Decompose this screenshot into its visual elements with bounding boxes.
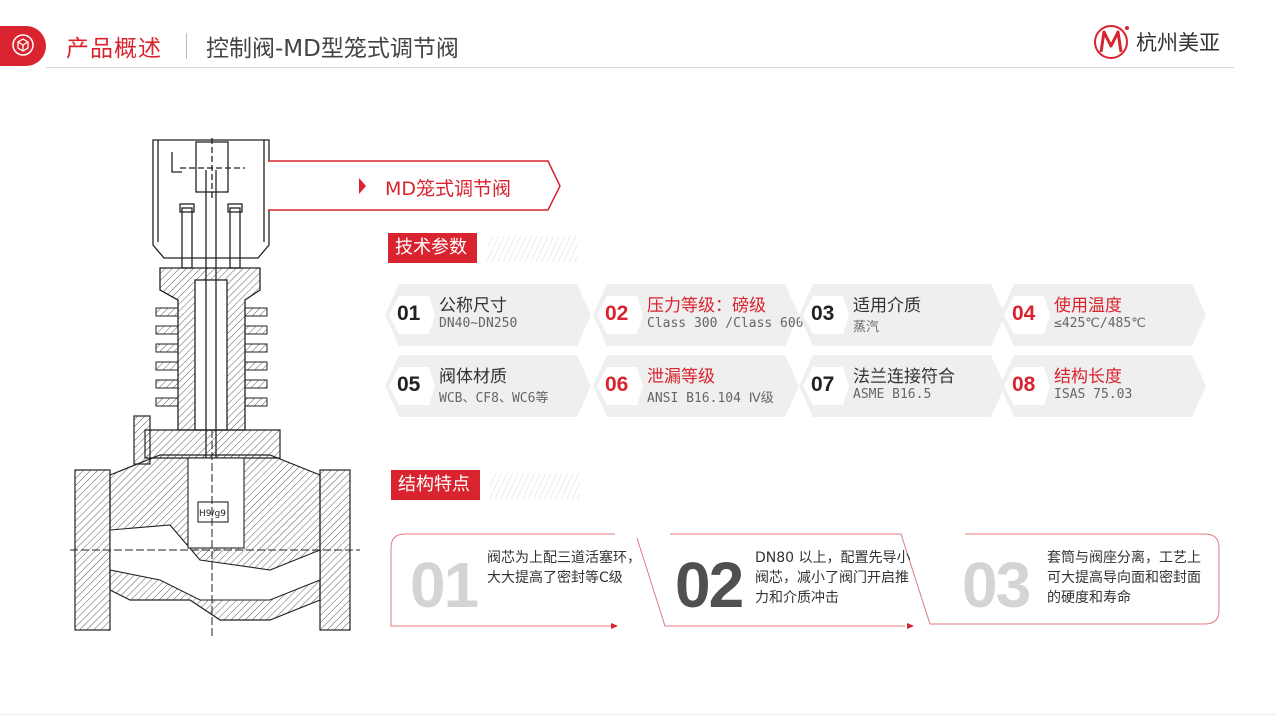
param-label: 适用介质 (853, 296, 921, 316)
param-value: ISAS 75.03 (1054, 387, 1133, 402)
section-hatch-decor (490, 473, 580, 499)
header-divider (186, 33, 187, 59)
card-background (593, 355, 799, 417)
param-value: ≤425℃/485℃ (1054, 316, 1146, 331)
brand-logo: 杭州美亚 (1092, 22, 1220, 62)
card-background (1000, 355, 1206, 417)
param-label: 阀体材质 (439, 367, 507, 387)
param-number: 03 (811, 302, 835, 325)
section-hatch-decor (487, 236, 577, 262)
callout-arrow (268, 160, 561, 211)
param-label: 使用温度 (1054, 296, 1122, 316)
param-label: 结构长度 (1054, 367, 1122, 387)
param-value: ANSI B16.104 Ⅳ级 (647, 391, 774, 406)
param-label: 法兰连接符合 (853, 367, 955, 387)
param-card: 04 使用温度≤425℃/485℃ (1000, 284, 1206, 346)
callout-label: MD笼式调节阀 (385, 178, 512, 200)
param-value: WCB、CF8、WC6等 (439, 391, 549, 406)
param-number: 07 (811, 373, 835, 396)
fit-tolerance-label: H9/g9 (199, 509, 226, 519)
param-label: 泄漏等级 (647, 367, 715, 387)
param-card: 05 阀体材质 WCB、CF8、WC6等 (385, 355, 591, 417)
card-background (799, 284, 1005, 346)
header-rule (46, 67, 1234, 68)
page-subtitle: 控制阀-MD型笼式调节阀 (206, 36, 459, 62)
feature-text: 阀芯为上配三道活塞环，大大提高了密封等C级 (487, 550, 641, 586)
feature-number: 03 (962, 549, 1031, 621)
param-card: 03 适用介质蒸汽 (799, 284, 1005, 346)
card-background (385, 284, 591, 346)
feature-number: 01 (410, 549, 479, 621)
feature-text: DN80 以上，配置先导小阀芯，减小了阀门开启推力和介质冲击 (755, 550, 911, 606)
param-number: 05 (397, 373, 421, 396)
card-background (1000, 284, 1206, 346)
brand-name: 杭州美亚 (1136, 31, 1220, 55)
section-title-params: 技术参数 (388, 233, 477, 263)
brand-m-icon (1094, 25, 1129, 59)
card-background (799, 355, 1005, 417)
feature-number: 02 (675, 549, 744, 621)
param-number: 02 (605, 302, 629, 325)
valve-cross-section-drawing: H9/g9 (70, 138, 360, 638)
param-label: 公称尺寸 (439, 296, 507, 316)
param-value: DN40~DN250 (439, 316, 518, 331)
param-number: 04 (1012, 302, 1036, 325)
param-value: 蒸汽 (853, 320, 880, 335)
footer-rule (0, 714, 1276, 715)
card-background (593, 284, 799, 346)
param-number: 06 (605, 373, 629, 396)
cube-icon (12, 34, 34, 56)
param-number: 01 (397, 302, 421, 325)
feature-text: 套筒与阀座分离，工艺上可大提高导向面和密封面的硬度和寿命 (1047, 550, 1201, 606)
param-value: Class 300 /Class 600 (647, 316, 804, 331)
card-background (385, 355, 591, 417)
param-number: 08 (1012, 373, 1036, 396)
param-card: 06 泄漏等级 ANSI B16.104 Ⅳ级 (593, 355, 799, 417)
feature-frames (390, 533, 1220, 629)
section-badge (0, 26, 46, 66)
param-value: ASME B16.5 (853, 387, 932, 402)
page-title: 产品概述 (66, 36, 162, 62)
section-title-features: 结构特点 (391, 470, 480, 500)
param-label: 压力等级：磅级 (647, 296, 766, 316)
